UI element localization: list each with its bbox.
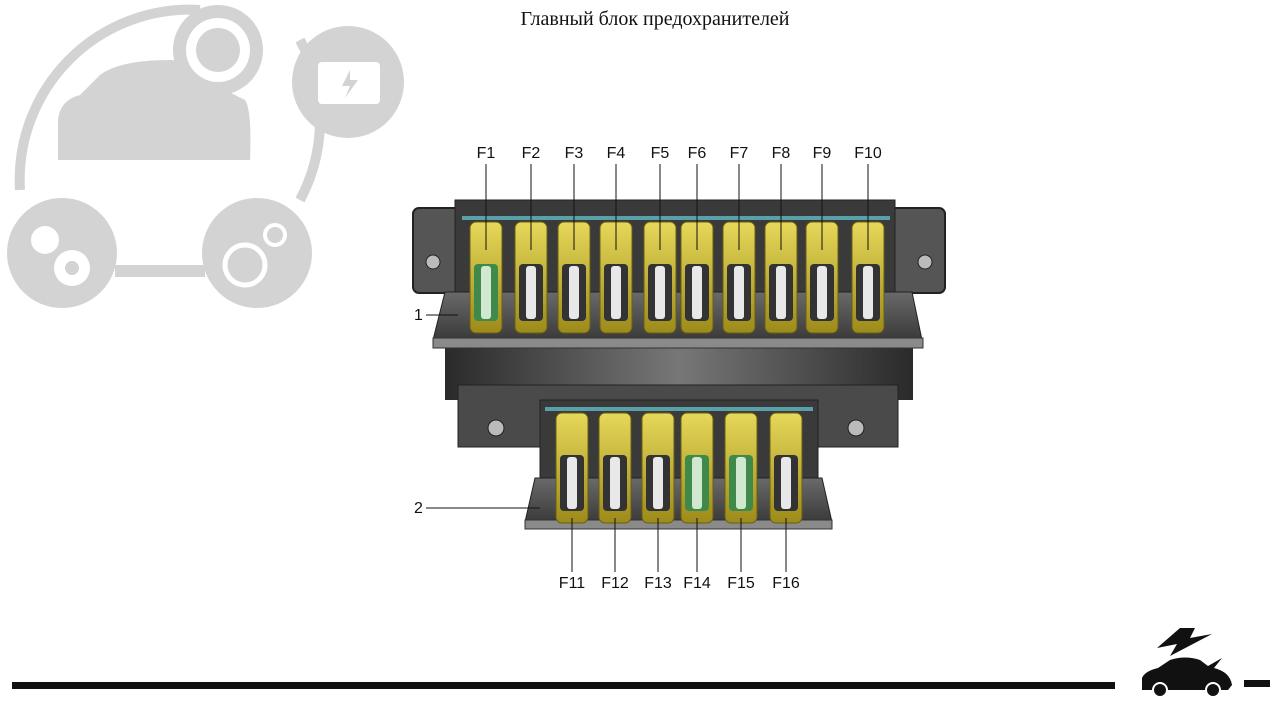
wrench-icon — [173, 5, 263, 95]
fuse-label-f16: F16 — [772, 575, 800, 592]
fuse-label-f2: F2 — [522, 145, 541, 162]
fuse-f7[interactable] — [722, 221, 756, 334]
fuse-label-f6: F6 — [688, 145, 707, 162]
right-bolt-icon — [917, 254, 933, 270]
fuse-f12[interactable] — [598, 412, 632, 524]
fuse-label-f13: F13 — [644, 575, 672, 592]
fuse-f10[interactable] — [851, 221, 885, 334]
fuse-label-f10: F10 — [854, 145, 882, 162]
fuse-f6[interactable] — [680, 221, 714, 334]
fuse-label-f1: F1 — [477, 145, 496, 162]
fuse-f14[interactable] — [680, 412, 714, 524]
fuse-f2[interactable] — [514, 221, 548, 334]
right-mount-bracket — [889, 207, 946, 294]
lower-right-bolt-icon — [847, 419, 865, 437]
footer-rule — [12, 682, 1115, 689]
fuse-f4[interactable] — [599, 221, 633, 334]
fuse-f3[interactable] — [557, 221, 591, 334]
fuse-f15[interactable] — [724, 412, 758, 524]
fuse-f16[interactable] — [769, 412, 803, 524]
gears-icon — [7, 198, 117, 308]
footer-dash — [1244, 680, 1270, 687]
fuse-label-f15: F15 — [727, 575, 755, 592]
callout-lower-block: 2 — [414, 500, 423, 517]
fuse-f11[interactable] — [555, 412, 589, 524]
fuse-label-f9: F9 — [813, 145, 832, 162]
fuse-label-f5: F5 — [651, 145, 670, 162]
fuse-label-f12: F12 — [601, 575, 629, 592]
left-bolt-icon — [425, 254, 441, 270]
fuse-label-f3: F3 — [565, 145, 584, 162]
callout-upper-block: 1 — [414, 307, 423, 324]
fuse-f5[interactable] — [643, 221, 677, 334]
page-title: Главный блок предохранителей — [520, 8, 790, 30]
fuse-f13[interactable] — [641, 412, 675, 524]
decorative-service-icons — [7, 4, 404, 308]
fuse-label-f4: F4 — [607, 145, 626, 162]
car-lightning-logo-icon — [1142, 628, 1232, 698]
fuse-f9[interactable] — [805, 221, 839, 334]
fuse-label-f14: F14 — [683, 575, 711, 592]
fuse-label-f8: F8 — [772, 145, 791, 162]
battery-icon — [292, 26, 404, 138]
fuse-f8[interactable] — [764, 221, 798, 334]
fuse-label-f11: F11 — [559, 575, 585, 592]
timing-belt-icon — [202, 198, 312, 308]
fuse-label-f7: F7 — [730, 145, 749, 162]
lower-left-bolt-icon — [487, 419, 505, 437]
